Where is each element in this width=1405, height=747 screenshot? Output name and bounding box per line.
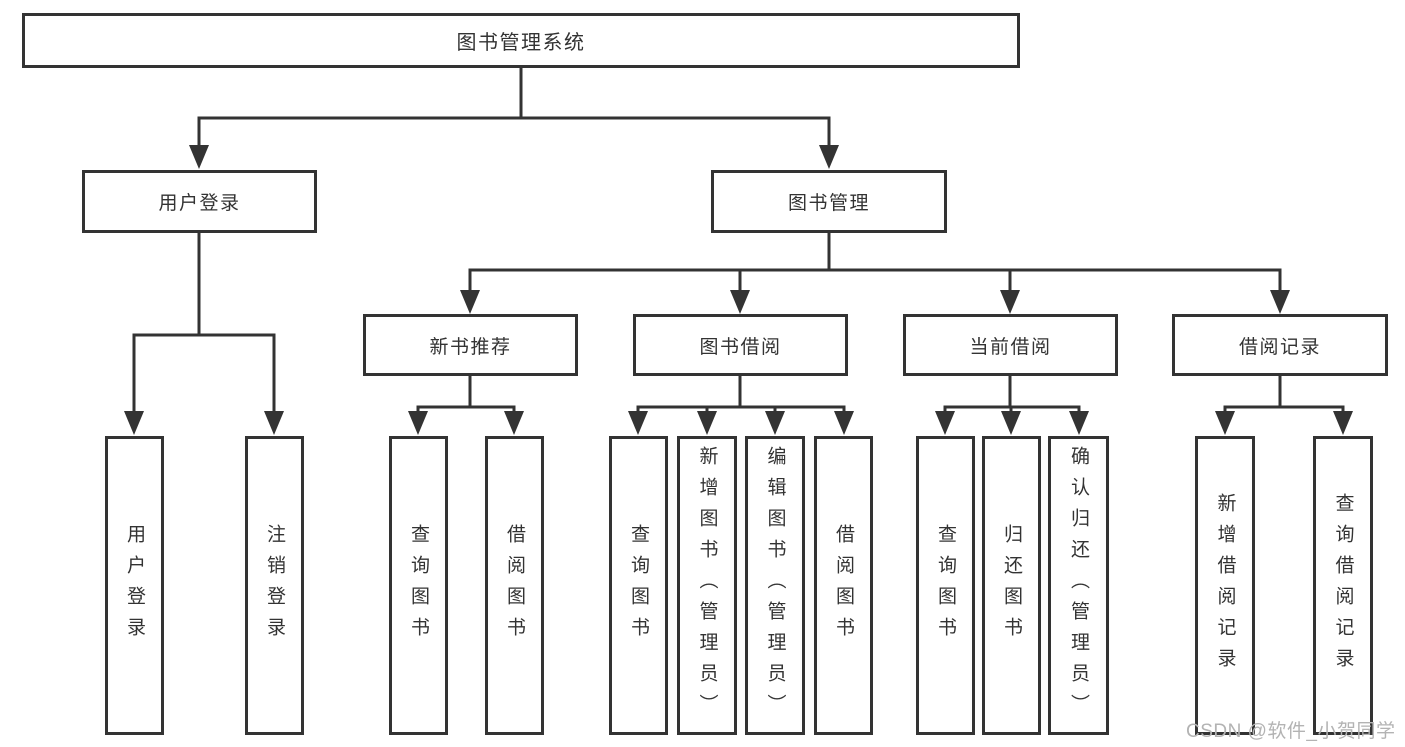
node-current-borrow: 当前借阅 <box>903 314 1118 376</box>
leaf-add-book-admin: 新增图书（管理员） <box>677 436 737 735</box>
node-root-label: 图书管理系统 <box>456 32 586 54</box>
csdn-watermark: CSDN @软件_小贺同学 <box>1186 721 1396 742</box>
leaf-borrow-book-recommend: 借阅图书 <box>485 436 544 735</box>
leaf-confirm-return-admin-label: 确认归还（管理员） <box>1068 446 1089 725</box>
node-new-book-recommend-label: 新书推荐 <box>429 336 512 358</box>
leaf-edit-book-admin: 编辑图书（管理员） <box>745 436 805 735</box>
node-borrow-records: 借阅记录 <box>1172 314 1388 376</box>
leaf-add-borrow-record: 新增借阅记录 <box>1195 436 1255 735</box>
node-root: 图书管理系统 <box>22 13 1020 68</box>
leaf-borrow-book-label: 借阅图书 <box>833 523 854 648</box>
leaf-user-login: 用户登录 <box>105 436 164 735</box>
leaf-borrow-book-recommend-label: 借阅图书 <box>504 523 525 648</box>
leaf-return-book: 归还图书 <box>982 436 1041 735</box>
node-current-borrow-label: 当前借阅 <box>969 336 1052 358</box>
node-user-login-label: 用户登录 <box>158 193 241 214</box>
leaf-borrow-book: 借阅图书 <box>814 436 873 735</box>
leaf-add-book-admin-label: 新增图书（管理员） <box>696 446 718 725</box>
leaf-user-login-label: 用户登录 <box>124 523 145 648</box>
leaf-query-book-current-label: 查询图书 <box>935 523 956 648</box>
node-book-borrow: 图书借阅 <box>633 314 848 376</box>
leaf-logout-login-label: 注销登录 <box>264 523 285 648</box>
node-new-book-recommend: 新书推荐 <box>363 314 578 376</box>
leaf-query-book-recommend-label: 查询图书 <box>408 523 429 648</box>
leaf-confirm-return-admin: 确认归还（管理员） <box>1048 436 1109 735</box>
leaf-query-book-current: 查询图书 <box>916 436 975 735</box>
leaf-edit-book-admin-label: 编辑图书（管理员） <box>764 446 786 725</box>
leaf-query-book-borrow: 查询图书 <box>609 436 668 735</box>
leaf-return-book-label: 归还图书 <box>1001 523 1022 648</box>
node-book-borrow-label: 图书借阅 <box>699 336 782 358</box>
leaf-logout-login: 注销登录 <box>245 436 304 735</box>
leaf-query-book-borrow-label: 查询图书 <box>628 523 649 648</box>
node-user-login: 用户登录 <box>82 170 317 233</box>
leaf-add-borrow-record-label: 新增借阅记录 <box>1214 492 1236 679</box>
node-book-management: 图书管理 <box>711 170 947 233</box>
leaf-query-borrow-record-label: 查询借阅记录 <box>1332 492 1354 679</box>
node-book-management-label: 图书管理 <box>787 193 870 214</box>
leaf-query-borrow-record: 查询借阅记录 <box>1313 436 1373 735</box>
leaf-query-book-recommend: 查询图书 <box>389 436 448 735</box>
node-borrow-records-label: 借阅记录 <box>1238 336 1321 358</box>
